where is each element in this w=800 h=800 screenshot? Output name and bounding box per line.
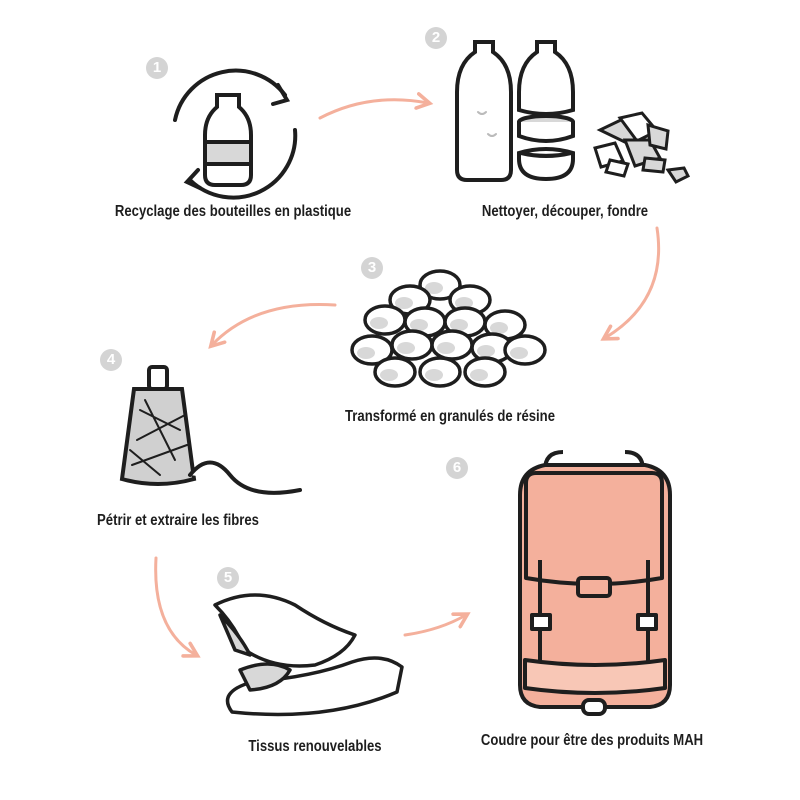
pellet-shade xyxy=(470,369,488,381)
pellet-shade xyxy=(425,282,443,294)
resin-pellets-icon xyxy=(350,269,547,388)
pellet-shade xyxy=(450,319,468,331)
pellet-shade xyxy=(455,297,473,309)
step-label-4: Pétrir et extraire les fibres xyxy=(97,512,259,529)
pellet-shade xyxy=(397,342,415,354)
pellet-shade xyxy=(437,342,455,354)
step-label-3: Transformé en granulés de résine xyxy=(345,408,555,425)
pellet-shade xyxy=(370,317,388,329)
step-number-5: 5 xyxy=(217,567,239,589)
pellet-shade xyxy=(490,322,508,334)
step-number-6: 6 xyxy=(446,457,468,479)
arrow-1-to-2 xyxy=(318,92,434,120)
fiber-spool-icon xyxy=(119,365,302,495)
pellet-shade xyxy=(425,369,443,381)
pellet-shade xyxy=(380,369,398,381)
arrow-4-to-5 xyxy=(154,556,201,658)
step-number-4: 4 xyxy=(100,349,122,371)
step-label-6: Coudre pour être des produits MAH xyxy=(480,732,704,749)
pellet-shade xyxy=(357,347,375,359)
arrow-5-to-6 xyxy=(403,612,471,637)
step-number-1: 1 xyxy=(146,57,168,79)
pellet-shade xyxy=(477,345,495,357)
arrow-3-to-4 xyxy=(208,303,337,349)
fabric-icon xyxy=(213,593,404,717)
step-label-5: Tissus renouvelables xyxy=(248,738,382,755)
step-number-2: 2 xyxy=(425,27,447,49)
step-label-1: Recyclage des bouteilles en plastique xyxy=(114,203,352,220)
pellet-shade xyxy=(395,297,413,309)
step-number-3: 3 xyxy=(361,257,383,279)
recycle-bottle-icon xyxy=(173,68,298,200)
pellet-shade xyxy=(510,347,528,359)
cut-bottles-icon xyxy=(455,40,575,182)
plastic-flakes-icon xyxy=(593,111,691,184)
step-label-2: Nettoyer, découper, fondre xyxy=(481,203,649,220)
backpack-icon xyxy=(518,450,672,716)
arrow-2-to-3 xyxy=(600,226,661,341)
pellet-shade xyxy=(410,319,428,331)
